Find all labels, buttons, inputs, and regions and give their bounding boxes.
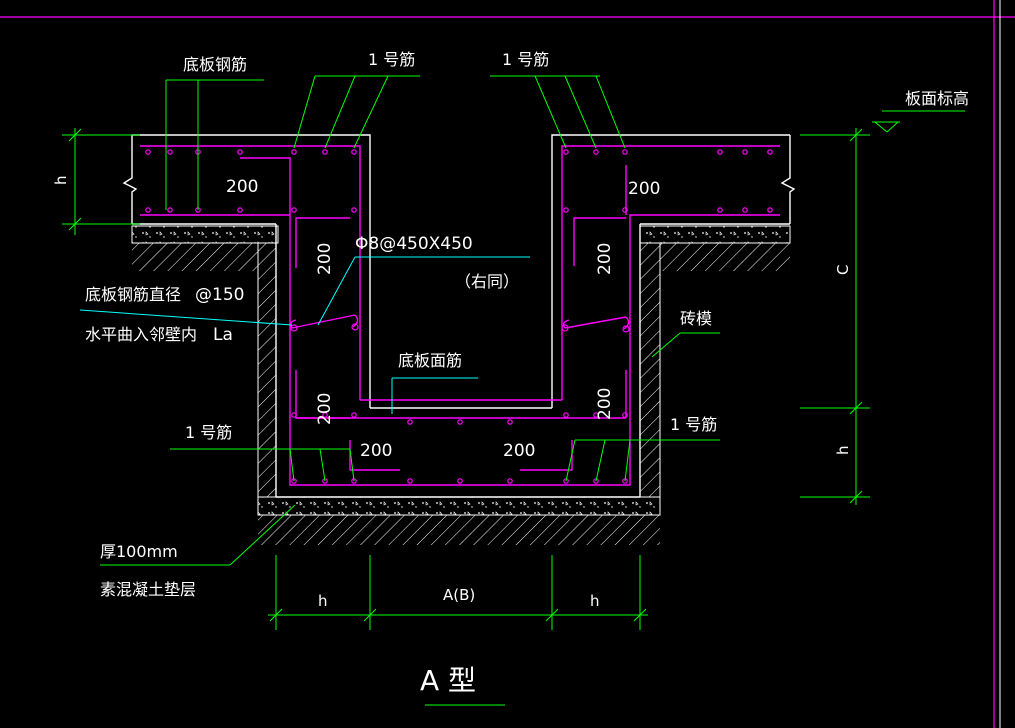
label-la: La (213, 325, 233, 345)
dim-200-bottom-left: 200 (360, 441, 392, 461)
dim-c-right: C (834, 265, 852, 275)
dim-200-right-wall-top: 200 (595, 243, 615, 275)
dim-200-right-wall-bottom: 200 (595, 388, 615, 420)
label-thickness-100: 厚100mm (100, 542, 178, 561)
label-spacing-150: @150 (195, 285, 244, 305)
label-slab-top-elevation: 板面标高 (905, 89, 969, 108)
label-bottom-top-rebar: 底板面筋 (398, 351, 462, 370)
drawing-title: A 型 (420, 664, 476, 697)
label-rebar-no1-top-right: 1 号筋 (502, 50, 549, 69)
label-bottom-rebar-dia: 底板钢筋直径 (85, 285, 181, 304)
label-rebar-spec: Φ8@450X450 (355, 234, 473, 254)
dim-h-bottom-right: h (590, 592, 600, 610)
rebar-lines (140, 145, 780, 486)
dim-h-bottom-left: h (318, 592, 328, 610)
labels: 底板钢筋 1 号筋 1 号筋 板面标高 Φ8@450X450 （右同） 底板钢筋… (52, 50, 969, 697)
dim-200-right-slab: 200 (628, 179, 660, 199)
dim-h-left: h (52, 175, 70, 185)
cyan-leaders (79, 256, 530, 414)
label-bottom-slab-rebar: 底板钢筋 (183, 55, 247, 74)
dim-200-bottom-right: 200 (503, 441, 535, 461)
leader-lines (100, 75, 965, 566)
dim-200-left-wall-bottom: 200 (315, 393, 335, 425)
concrete-cushion (131, 225, 791, 516)
label-plain-concrete-cushion: 素混凝土垫层 (100, 580, 196, 599)
label-rebar-no1-bottom-left: 1 号筋 (185, 423, 232, 442)
dim-200-left-wall-top: 200 (315, 243, 335, 275)
label-rebar-no1-top-left: 1 号筋 (368, 50, 415, 69)
label-rebar-no1-bottom-right: 1 号筋 (670, 415, 717, 434)
brick-form-hatch (132, 242, 790, 545)
dimension-lines (62, 128, 870, 630)
dim-ab-bottom: A(B) (443, 586, 475, 604)
dim-h-right: h (834, 445, 852, 455)
dim-200-left-slab: 200 (226, 177, 258, 197)
label-same-right: （右同） (455, 272, 519, 291)
label-brick-form: 砖模 (680, 309, 712, 328)
label-bend-note: 水平曲入邻壁内 (85, 325, 197, 344)
